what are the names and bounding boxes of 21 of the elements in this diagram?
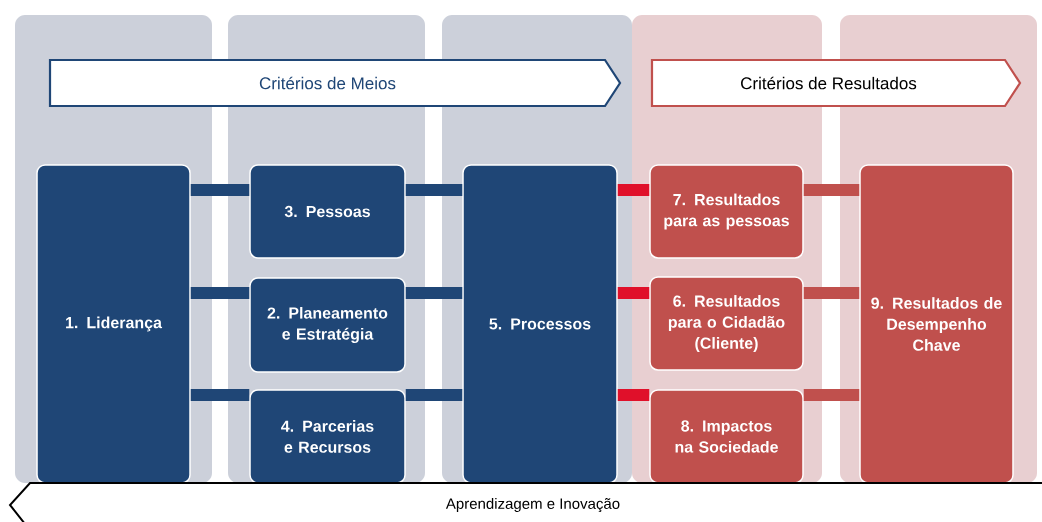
criterion-box: 4. Parcerias e Recursos [249,389,406,484]
criterion-box: 3. Pessoas [249,164,406,259]
connector-bar [803,389,860,401]
connector-bar [190,287,250,299]
criterion-box: 9. Resultados de Desempenho Chave [859,164,1014,484]
connector-bar [190,389,250,401]
connector-bar [803,184,860,196]
connector-bar [803,287,860,299]
criterion-box: 6. Resultados para o Cidadão (Cliente) [649,276,804,371]
connector-bar [617,287,650,299]
connector-bar [617,389,650,401]
criterion-box: 2. Planeamento e Estratégia [249,277,406,373]
connector-bar [405,184,463,196]
connector-bar [190,184,250,196]
connector-bar [405,389,463,401]
connector-bar [617,184,650,196]
criterion-box: 1. Liderança [36,164,191,484]
criterion-box: 7. Resultados para as pessoas [649,164,804,259]
criterion-box: 5. Processos [462,164,618,484]
connector-bar [405,287,463,299]
criterion-box: 8. Impactos na Sociedade [649,389,804,484]
